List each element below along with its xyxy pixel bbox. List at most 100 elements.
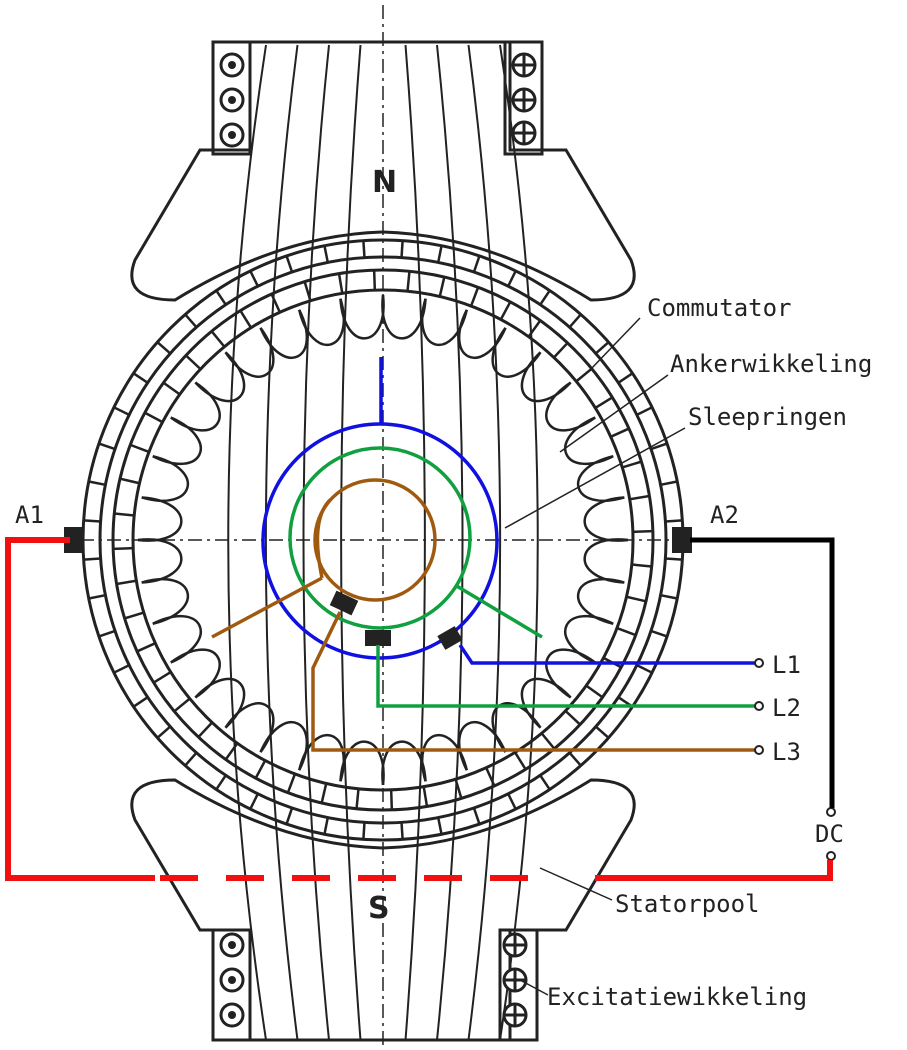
rotor-slot [355,788,360,809]
rotor-slot [552,342,569,359]
commutator-segment [323,245,330,263]
current-out-dot [228,131,236,139]
commutator-segment [83,519,101,523]
brush-l3 [329,590,359,616]
rotor-slot [337,273,344,294]
brush-l2 [365,630,391,646]
commutator-segment [660,593,678,600]
rotor-slot [540,732,556,750]
commutator-segment [362,822,366,840]
commutator-segment [539,289,551,306]
dc-label: DC [815,820,844,848]
commutator-segment [113,664,130,674]
rotor-slot [270,293,281,313]
current-out-dot [228,976,236,984]
rotor-slot [119,477,140,485]
rotor-slot [254,759,267,779]
rotor-slot [153,670,172,684]
rotor-slot [185,354,202,371]
current-in-cross [504,934,526,956]
current-out-dot [228,96,236,104]
wire-dc-negative [690,537,835,808]
brush-a1 [64,527,84,553]
commutator-segment [594,341,610,355]
rotor-slot [406,271,411,292]
terminals [754,658,836,861]
armature-coil [381,740,427,786]
armature-coil [137,538,183,584]
commutator-segment [362,240,366,258]
field-line [227,44,267,1041]
rotor-slot [616,626,637,637]
commutator-segment [568,751,582,767]
armature-coil [520,677,572,729]
armature-coil [545,648,596,699]
rotor-slot [626,595,647,603]
commutator-segment [215,774,227,791]
rotor-slot [389,789,394,810]
rotor-slot [136,642,156,653]
current-out-dot [228,1011,236,1019]
l1-label: L1 [772,651,801,679]
current-in-cross [504,1004,526,1026]
commutator-segment [98,442,116,451]
field-line [436,44,464,1041]
rotor-slot [114,512,135,517]
excitation-winding-label: Excitatiewikkeling [547,983,807,1011]
wire-l3 [311,611,755,752]
south-pole-label: S [368,891,390,926]
rotor-slot [422,786,429,807]
rotor-slot [173,697,191,713]
rotor-slot [485,767,496,787]
excitation-winding-symbols [219,52,537,1028]
rotor-slot [454,778,463,799]
commutator-segment [400,822,404,840]
armature-coil [381,294,427,340]
wire-l1 [458,644,755,665]
a2-label: A2 [710,501,739,529]
current-out-dot [228,941,236,949]
rotor-slot [320,783,328,804]
commutator-segment [98,629,116,638]
tap-brown [211,576,323,639]
commutator-segment [285,807,294,825]
commutator-segment [215,289,227,306]
field-line [302,44,330,1041]
commutator-segment [249,270,259,287]
armature-coil [137,496,183,542]
commutator-segment [113,406,130,416]
leader-lines [504,317,686,996]
commutator-segment [617,372,634,384]
commutator-segment [568,313,582,329]
commutator-segment [249,793,259,810]
commutator-segment [156,725,172,739]
commutator-segment [507,793,517,810]
commutator-segment [665,557,683,561]
commutator-segment [88,480,106,487]
magnetic-field-lines [227,44,539,1041]
l2-label: L2 [772,694,801,722]
rotor-slot [239,310,253,329]
rotor-slot [631,563,652,568]
commutator-segment [539,774,551,791]
commutator-segment [156,341,172,355]
commutator-segment [636,664,653,674]
a1-label: A1 [15,501,44,529]
current-in-cross [504,969,526,991]
field-line [404,44,426,1041]
commutator-segment [83,557,101,561]
north-pole-label: N [372,165,397,200]
slip-ring-l3-inner [315,498,332,579]
commutator-segment [472,807,481,825]
rotor-slot [372,270,377,291]
commutator-segment [400,240,404,258]
commutator-segment [184,313,198,329]
armature-winding-label: Ankerwikkeling [670,350,872,378]
rotor-slot [224,742,239,761]
rotor-slot [585,684,604,699]
commutator-label: Commutator [647,294,792,322]
rotor-slot [513,751,527,770]
l3-label: L3 [772,738,801,766]
center-axes [80,5,690,1045]
rotor-slot [124,611,145,620]
